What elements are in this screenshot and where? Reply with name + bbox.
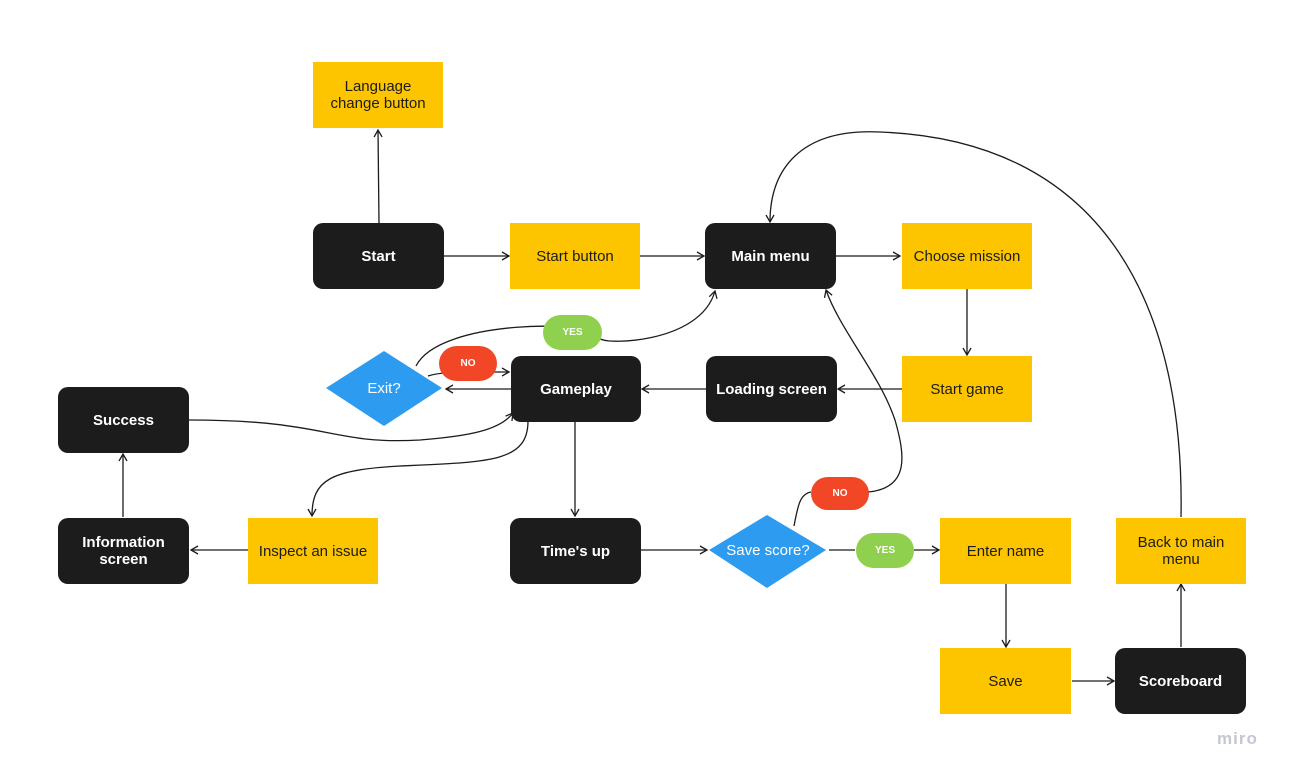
choose-mission-node: Choose mission [902,223,1032,289]
edge-gameplay-to-inspect-issue [307,420,529,518]
edge-start-to-language-button [373,128,383,224]
exit-yes-pill: YES [543,315,602,350]
save-score-label: Save score? [726,541,810,559]
edge-back-to-main-menu-to-main-menu [765,131,1182,518]
exit-diamond [326,351,442,426]
information-screen-label: Information screen [82,534,165,568]
back-to-main-menu-node: Back to main menu [1116,518,1246,584]
start-button-label: Start button [536,247,614,265]
choose-mission-label: Choose mission [913,247,1021,265]
start-game-label: Start game [930,380,1004,398]
edge-save-score-no-to-main-menu [793,290,903,527]
edge-success-to-gameplay [188,411,514,442]
start-game-node: Start game [902,356,1032,422]
miro-logo: miro [1217,729,1258,748]
save-node: Save [940,648,1071,714]
exit-label: Exit? [367,379,401,397]
start-button-node: Start button [510,223,640,289]
information-screen-node: Information screen [58,518,189,584]
times-up-node: Time's up [510,518,641,584]
times-up-label: Time's up [540,542,611,560]
language-change-button-node: Language change button [313,62,443,128]
loading-screen-label: Loading screen [716,380,827,398]
save-score-diamond [709,515,826,588]
save-yes-pill: YES [856,533,914,568]
success-node: Success [58,387,189,453]
main-menu-label: Main menu [731,247,810,265]
start-label: Start [361,247,396,265]
exit-no-pill: NO [439,346,497,381]
enter-name-label: Enter name [966,542,1045,560]
success-label: Success [93,411,154,429]
gameplay-label: Gameplay [540,380,612,398]
enter-name-node: Enter name [940,518,1071,584]
main-menu-node: Main menu [705,223,836,289]
gameplay-node: Gameplay [511,356,641,422]
save-label: Save [988,672,1023,690]
inspect-an-issue-label: Inspect an issue [258,542,368,560]
loading-screen-node: Loading screen [706,356,837,422]
back-to-main-menu-label: Back to main menu [1137,534,1225,568]
language-change-button-label: Language change button [330,78,426,112]
scoreboard-label: Scoreboard [1138,672,1223,690]
scoreboard-node: Scoreboard [1115,648,1246,714]
save-no-pill: NO [811,477,869,510]
inspect-an-issue-node: Inspect an issue [248,518,378,584]
start-node: Start [313,223,444,289]
